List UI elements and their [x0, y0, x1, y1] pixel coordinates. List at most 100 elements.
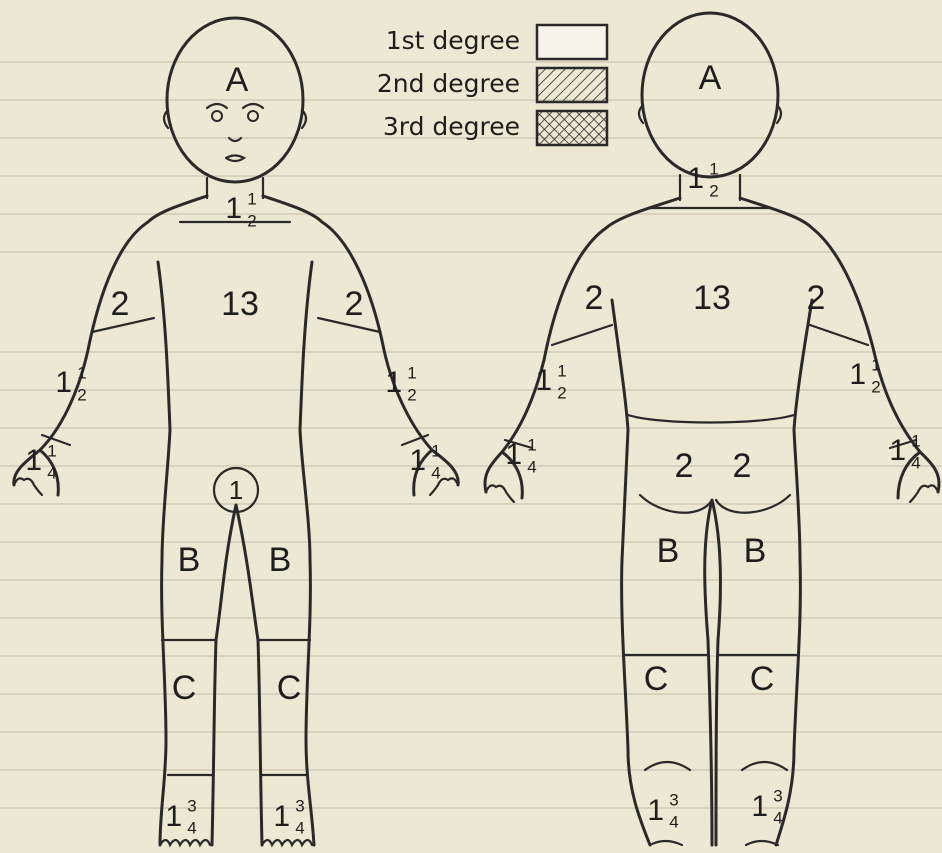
back-trunk-label: 13 — [693, 279, 731, 317]
svg-text:4: 4 — [431, 463, 440, 482]
svg-text:4: 4 — [47, 463, 56, 482]
legend-item-third-degree: 3rd degree — [383, 111, 607, 145]
legend-label-first-degree: 1st degree — [386, 26, 520, 55]
front-right-eye — [243, 104, 263, 108]
legend-label-second-degree: 2nd degree — [377, 69, 520, 98]
svg-text:1: 1 — [407, 363, 416, 382]
back-left-forearm-label: 1 1 2 — [535, 361, 566, 402]
legend-swatch-third-degree — [537, 111, 607, 145]
front-right-thigh-label: B — [178, 541, 201, 579]
svg-text:4: 4 — [527, 457, 536, 476]
front-genital-label: 1 — [229, 475, 243, 505]
back-right-forearm-label: 1 1 2 — [849, 355, 880, 396]
front-left-foot-label: 1 3 4 — [273, 796, 304, 837]
back-left-upper-arm-label: 2 — [585, 279, 604, 317]
svg-text:1: 1 — [225, 192, 242, 225]
back-left-elbow-line — [552, 325, 612, 345]
back-neck-label: 1 1 2 — [687, 159, 718, 200]
back-right-upper-arm-label: 2 — [807, 279, 826, 317]
svg-text:3: 3 — [669, 790, 678, 809]
svg-text:1: 1 — [409, 444, 426, 477]
svg-text:1: 1 — [431, 441, 440, 460]
svg-text:4: 4 — [187, 818, 196, 837]
svg-text:2: 2 — [407, 385, 416, 404]
svg-text:1: 1 — [871, 355, 880, 374]
svg-text:1: 1 — [709, 159, 718, 178]
front-left-toes — [262, 840, 312, 845]
back-left-heel — [650, 841, 682, 845]
svg-text:3: 3 — [773, 786, 782, 805]
front-left-hand-label: 1 1 4 — [409, 441, 440, 482]
front-right-forearm-label: 1 1 2 — [55, 363, 86, 404]
front-left-upper-arm-label: 2 — [345, 285, 364, 323]
svg-text:1: 1 — [557, 361, 566, 380]
front-left-eye — [207, 104, 227, 108]
svg-text:1: 1 — [647, 794, 664, 827]
back-right-hand-label: 1 1 4 — [889, 431, 920, 472]
back-right-heel — [746, 841, 778, 845]
front-right-leg-label: C — [172, 669, 197, 707]
back-left-foot-label: 1 3 4 — [647, 790, 678, 831]
svg-text:1: 1 — [505, 438, 522, 471]
svg-text:1: 1 — [247, 189, 256, 208]
svg-text:4: 4 — [911, 453, 920, 472]
back-left-buttock-label: 2 — [675, 447, 694, 485]
legend-swatch-second-degree — [537, 68, 607, 102]
front-trunk-label: 13 — [221, 285, 259, 323]
front-left-forearm-label: 1 1 2 — [385, 363, 416, 404]
back-right-foot-label: 1 3 4 — [751, 786, 782, 827]
back-left-leg-label: C — [644, 660, 669, 698]
svg-text:1: 1 — [535, 364, 552, 397]
front-right-upper-arm-label: 2 — [111, 285, 130, 323]
front-right-fingers — [14, 478, 42, 495]
legend-label-third-degree: 3rd degree — [383, 112, 520, 141]
back-waist-line — [628, 415, 794, 423]
svg-text:1: 1 — [77, 363, 86, 382]
svg-text:3: 3 — [295, 796, 304, 815]
svg-text:1: 1 — [527, 435, 536, 454]
back-right-thigh-label: B — [744, 532, 767, 570]
front-right-toes — [160, 840, 210, 845]
back-head-label: A — [699, 59, 722, 97]
front-figure: A 1 1 2 13 2 2 1 1 2 1 1 2 1 1 4 1 1 4 1 — [14, 18, 458, 845]
back-right-fingers — [910, 485, 938, 502]
svg-text:1: 1 — [687, 162, 704, 195]
front-mouth — [226, 156, 244, 162]
svg-text:1: 1 — [889, 434, 906, 467]
legend: 1st degree 2nd degree 3rd degree — [377, 25, 607, 145]
front-left-leg-label: C — [277, 669, 302, 707]
front-neck-label: 1 1 2 — [225, 189, 256, 230]
svg-text:2: 2 — [709, 181, 718, 200]
front-left-thigh-label: B — [269, 541, 292, 579]
svg-text:1: 1 — [47, 441, 56, 460]
back-right-ankle-line — [742, 762, 787, 770]
back-left-ankle-line — [645, 762, 690, 770]
svg-text:1: 1 — [273, 800, 290, 833]
svg-text:1: 1 — [165, 800, 182, 833]
back-left-fingers — [486, 485, 514, 502]
svg-text:1: 1 — [385, 366, 402, 399]
background-page-texture — [0, 62, 942, 808]
back-left-hand-label: 1 1 4 — [505, 435, 536, 476]
legend-item-first-degree: 1st degree — [386, 25, 607, 59]
back-right-elbow-line — [810, 325, 868, 345]
back-right-buttock-label: 2 — [733, 447, 752, 485]
svg-text:3: 3 — [187, 796, 196, 815]
svg-text:2: 2 — [77, 385, 86, 404]
svg-text:2: 2 — [871, 377, 880, 396]
front-left-eye-pupil — [212, 111, 222, 121]
svg-text:1: 1 — [911, 431, 920, 450]
svg-text:4: 4 — [669, 812, 678, 831]
svg-text:2: 2 — [247, 211, 256, 230]
back-left-thigh-label: B — [657, 532, 680, 570]
svg-text:2: 2 — [557, 383, 566, 402]
front-right-eye-pupil — [248, 111, 258, 121]
legend-swatch-first-degree — [537, 25, 607, 59]
svg-text:1: 1 — [25, 444, 42, 477]
back-right-leg-label: C — [750, 660, 775, 698]
svg-text:1: 1 — [849, 358, 866, 391]
front-right-foot-label: 1 3 4 — [165, 796, 196, 837]
svg-text:1: 1 — [751, 790, 768, 823]
svg-text:1: 1 — [55, 366, 72, 399]
